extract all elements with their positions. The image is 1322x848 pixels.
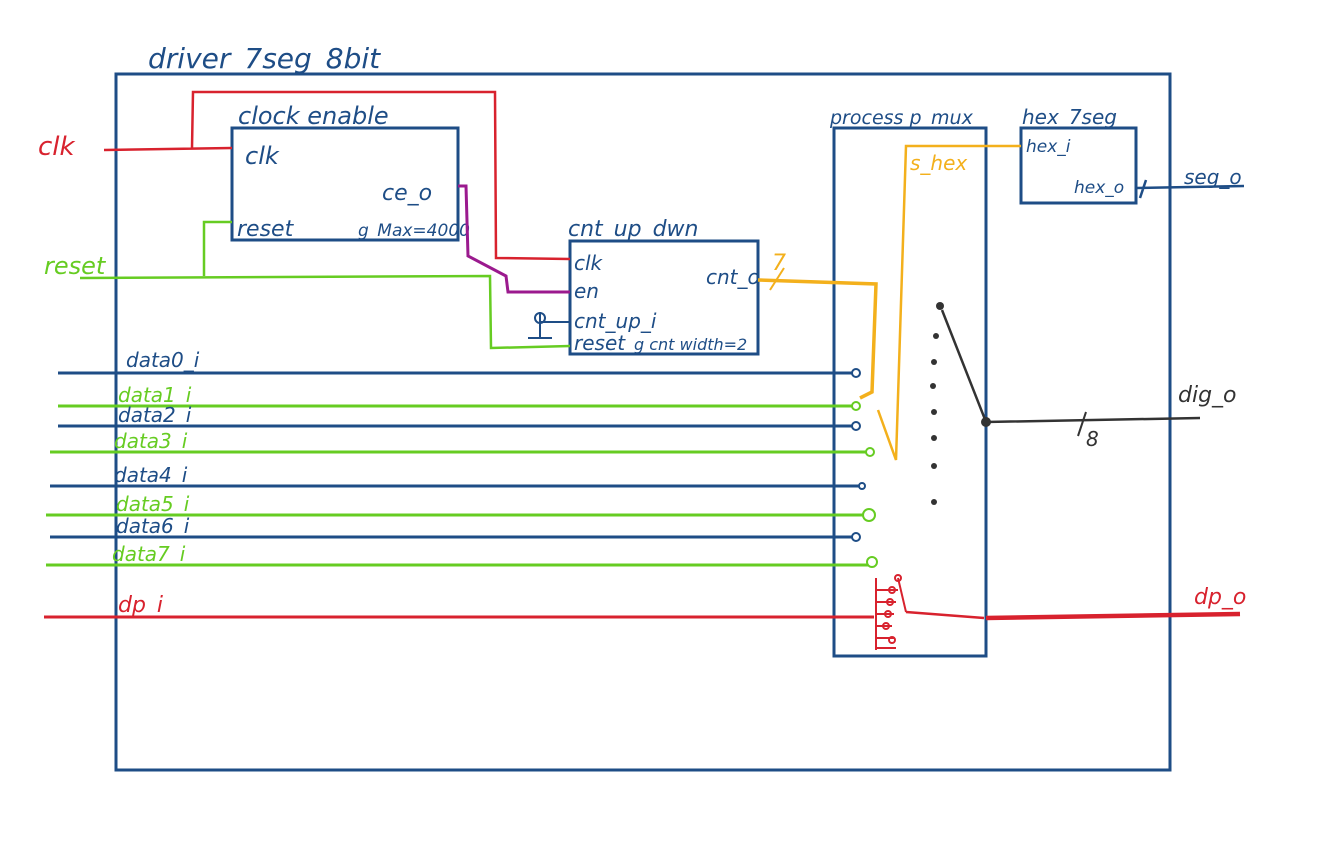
clock-enable-reset-pin: reset [237, 217, 295, 242]
data-input-label: data0_i [126, 348, 200, 372]
counter-cnt-o-pin: cnt_o [706, 265, 760, 289]
data-terminal [851, 401, 861, 411]
dig-decoder-dots [930, 302, 944, 505]
clock-enable-label: clock enable [238, 102, 389, 130]
wire-dp-o-output [985, 611, 1241, 621]
wire-cnt-slash [769, 267, 785, 291]
counter-reset-pin: reset [574, 331, 626, 355]
clock-enable-ce-pin: ce_o [382, 181, 432, 206]
decoder-dot [931, 499, 937, 505]
data-terminal [851, 421, 861, 431]
port-dp-i-label: dp_i [118, 593, 163, 618]
data-terminal [866, 556, 878, 568]
port-dig-o-label: dig_o [1178, 383, 1237, 408]
data-input-label: data7_i [112, 542, 186, 566]
data-terminal [865, 447, 875, 457]
data-lines [46, 371, 870, 567]
counter-cnt-up-pin: cnt_up_i [574, 309, 657, 333]
wire-ce-to-en [458, 184, 570, 294]
top-module-label: driver_7seg_8bit [148, 42, 381, 75]
wire-clk [103, 90, 571, 261]
clock-enable-clk-pin: clk [245, 142, 280, 170]
wire-cnt-up-tie [528, 312, 570, 339]
mux-process-label: process p_mux [829, 107, 974, 129]
data-terminal [858, 482, 866, 490]
hex7seg-hex-i-pin: hex_i [1026, 137, 1071, 157]
data-input-label: data5_i [116, 492, 190, 516]
data-terminal [851, 368, 861, 378]
dp-mux-sketch [875, 574, 907, 650]
data-terminal [851, 532, 861, 542]
dig-junction [981, 417, 991, 427]
port-clk-label: clk [38, 132, 76, 162]
wire-dig-o [940, 309, 1201, 424]
data-terminal [862, 508, 876, 522]
data-line-terminals [851, 368, 878, 568]
data-input-label: data6_i [116, 514, 190, 538]
decoder-dot [930, 383, 936, 389]
counter-clk-pin: clk [574, 251, 604, 275]
data-input-label: data1_i [118, 383, 192, 407]
decoder-dot [931, 359, 937, 365]
clock-enable-block [230, 126, 460, 242]
port-dp-o-label: dp_o [1194, 585, 1246, 610]
wire-cnt-bus [757, 278, 878, 400]
data-input-label: data4_i [114, 463, 188, 487]
clock-enable-generic: g_Max=4000 [358, 221, 470, 241]
data-input-label: data2_i [118, 403, 192, 427]
cnt-up-tie-node [534, 312, 546, 324]
hex7seg-hex-o-pin: hex_o [1074, 178, 1124, 198]
wire-dig-slash [1077, 411, 1087, 437]
decoder-dot [936, 302, 944, 310]
decoder-dot [931, 435, 937, 441]
counter-generic: g cnt width=2 [634, 335, 747, 354]
counter-label: cnt_up_dwn [568, 217, 698, 242]
data-input-label: data3_i [114, 429, 188, 453]
hex7seg-label: hex_7seg [1022, 105, 1117, 129]
wire-s-hex [876, 144, 1021, 461]
counter-block [568, 239, 760, 356]
wire-dp-o [905, 610, 985, 620]
mux-signal-label: s_hex [910, 151, 967, 175]
counter-en-pin: en [574, 279, 599, 303]
wire-seg-o [1135, 179, 1245, 199]
wire-reset [79, 220, 571, 350]
decoder-dot [933, 333, 939, 339]
mux-process-block [832, 126, 988, 658]
hex7seg-block [1019, 126, 1138, 205]
top-module-box [114, 72, 1172, 772]
port-reset-label: reset [44, 252, 107, 280]
decoder-dot [931, 463, 937, 469]
cnt-bus-width-label: 7 [772, 251, 786, 276]
dig-bus-width-label: 8 [1086, 427, 1099, 451]
decoder-dot [931, 409, 937, 415]
